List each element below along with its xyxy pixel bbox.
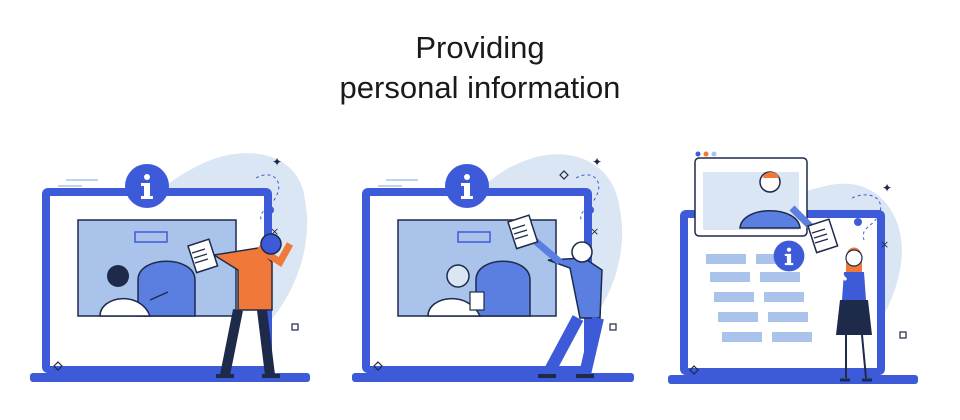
- info-icon-2: [445, 164, 489, 208]
- svg-text:×: ×: [880, 238, 889, 251]
- popup-window: [694, 151, 823, 239]
- scene-1: ✦ ×: [30, 153, 310, 382]
- svg-text:✦: ✦: [882, 181, 892, 195]
- svg-text:✦: ✦: [272, 155, 282, 169]
- title-line-1: Providing: [415, 30, 545, 65]
- svg-text:✦: ✦: [592, 155, 602, 169]
- svg-text:×: ×: [590, 225, 599, 238]
- title-line-2: personal information: [339, 70, 621, 105]
- info-icon-1: [125, 164, 169, 208]
- info-icon-3: [773, 240, 805, 272]
- laptop-1: [30, 188, 310, 382]
- person-3: [824, 247, 872, 382]
- page-title: Providing personal information: [0, 28, 960, 108]
- svg-text:×: ×: [270, 225, 279, 238]
- scene-2: ✦ ×: [352, 154, 634, 382]
- person-2: [531, 237, 604, 378]
- person-1: [211, 233, 294, 378]
- scene-3: ✦ ×: [668, 151, 918, 384]
